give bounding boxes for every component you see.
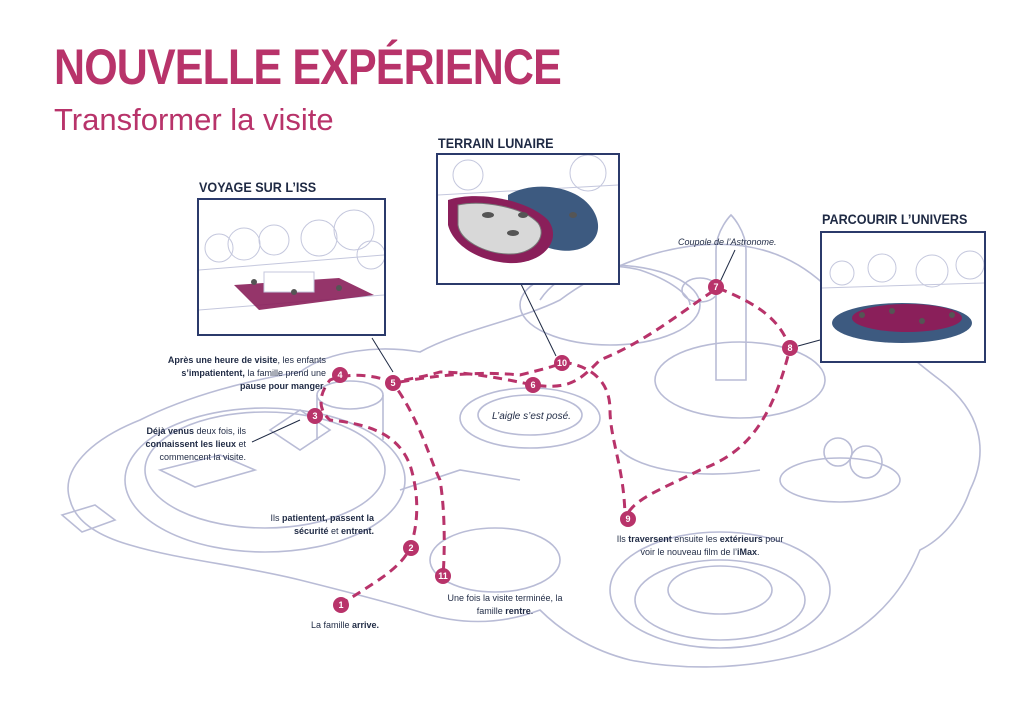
leader-lines [251, 249, 821, 443]
page-subtitle: Transformer la visite [54, 102, 334, 137]
annotation-step-9: Ils traversent ensuite les extérieurs po… [616, 534, 784, 558]
annotation-step-1: La famille arrive. [310, 620, 380, 630]
annotation-step-7: Coupole de l’Astronome. [678, 237, 777, 247]
inset-lunar-illustration [436, 153, 620, 285]
step-marker-11: 11 [435, 568, 451, 584]
step-marker-2: 2 [403, 540, 419, 556]
inset-title-lunar: TERRAIN LUNAIRE [438, 135, 554, 151]
inset-univers-illustration [820, 231, 986, 363]
annotation-step-6: L’aigle s’est posé. [492, 411, 571, 422]
step-marker-4: 4 [332, 367, 348, 383]
inset-title-univers: PARCOURIR L’UNIVERS [822, 211, 968, 227]
annotation-step-11: Une fois la visite terminée, la famille … [447, 593, 563, 617]
step-marker-1: 1 [333, 597, 349, 613]
inset-title-iss: VOYAGE SUR L’ISS [199, 179, 317, 195]
step-marker-8: 8 [782, 340, 798, 356]
inset-iss-illustration [197, 198, 386, 336]
annotation-step-2: Ils patientent, passent la sécurité et e… [270, 513, 374, 537]
page-title: NOUVELLE EXPÉRIENCE [54, 39, 562, 95]
step-marker-10: 10 [554, 355, 570, 371]
step-marker-9: 9 [620, 511, 636, 527]
step-marker-5: 5 [385, 375, 401, 391]
step-marker-3: 3 [307, 408, 323, 424]
step-marker-7: 7 [708, 279, 724, 295]
annotation-step-4: Après une heure de visite, les enfants s… [167, 355, 326, 392]
annotation-step-3: Déjà venus deux fois, ils connaissent le… [145, 426, 246, 463]
step-marker-6: 6 [525, 377, 541, 393]
